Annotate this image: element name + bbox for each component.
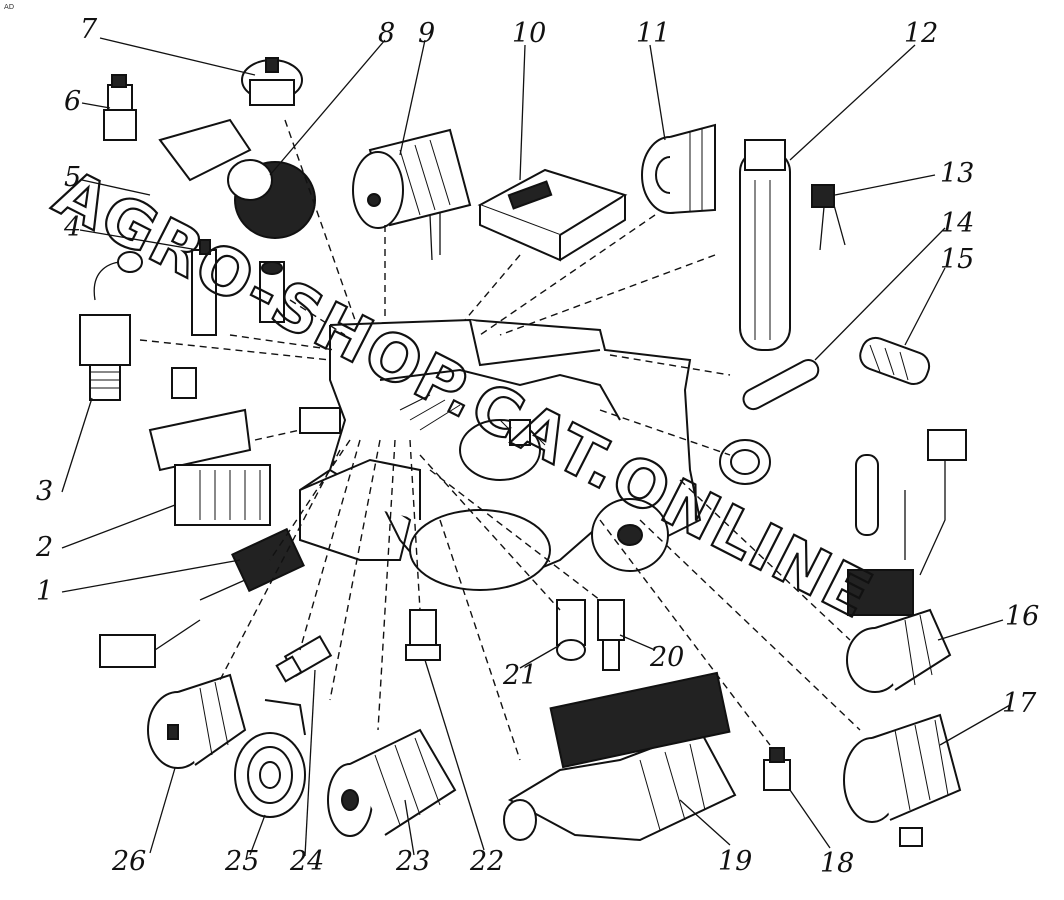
callout-14: 14 [940,208,974,239]
callout-25: 25 [224,846,259,877]
part-18-sensor [763,747,791,791]
callout-9: 9 [418,18,435,49]
part-3-solenoid-switch [79,251,143,401]
callout-4: 4 [63,212,81,243]
part-11-fan [641,123,716,214]
part-20-21-sensors [556,599,625,671]
callout-20: 20 [649,642,684,673]
part-24-sensor [275,635,333,683]
callout-1: 1 [36,576,53,607]
assembly-lines [139,119,861,761]
part-26-housing [147,673,247,769]
callout-23: 23 [395,846,430,877]
callout-numbers: 1 2 3 4 5 6 7 8 9 10 11 12 13 14 15 16 1… [35,14,1039,879]
callout-11: 11 [636,18,670,49]
part-8-pump [158,118,316,239]
part-14-15-elements [742,336,931,411]
part-23-alternator [327,728,457,837]
part-19-starter [503,671,737,842]
leader-lines [61,37,1011,857]
part-relay-group [847,429,967,616]
callout-5: 5 [64,162,81,193]
callout-18: 18 [820,848,854,879]
corner-mark: AD [4,3,14,11]
callout-22: 22 [469,846,504,877]
callout-13: 13 [940,158,974,189]
part-9-motor [352,128,472,261]
callout-21: 21 [502,660,537,691]
callout-26: 26 [111,846,146,877]
part-16-connector [846,608,952,693]
part-22-sensor [405,609,441,661]
callout-17: 17 [1002,688,1037,719]
part-2-resistor-box [148,367,271,526]
part-10-control-unit [477,168,628,262]
callout-7: 7 [80,14,98,45]
callout-8: 8 [378,18,395,49]
callout-19: 19 [718,846,752,877]
callout-16: 16 [1005,601,1039,632]
part-25-horn [234,699,306,818]
part-7-switch [241,57,303,106]
part-13-coil [811,184,846,251]
callout-6: 6 [64,86,81,117]
part-1-relay [99,527,305,668]
part-6-sensor [103,74,137,141]
callout-3: 3 [36,476,53,507]
callout-12: 12 [904,18,938,49]
callout-2: 2 [35,532,53,563]
part-gasket [719,439,771,485]
callout-10: 10 [512,18,546,49]
engine-assembly [299,318,702,591]
part-17-motor [843,713,962,847]
part-4-5-sensors [191,239,285,336]
part-12-filter [739,139,791,351]
callout-15: 15 [940,244,974,275]
callout-24: 24 [289,846,324,877]
